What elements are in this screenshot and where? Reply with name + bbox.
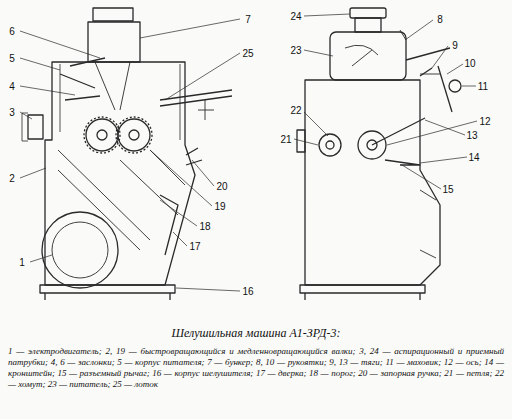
flywheel [449,80,461,92]
aspiration-pipe [28,115,43,139]
callout-number: 15 [441,184,454,195]
figure-title: Шелушильная машина А1-ЗРД-3: [0,326,512,341]
slow-roll [118,119,150,151]
callout-number: 8 [436,14,444,25]
door [160,195,178,255]
base [40,285,175,293]
callout-number: 5 [8,53,16,64]
callout-number: 14 [467,152,480,163]
callout-number: 4 [8,81,16,92]
callout-number: 9 [451,40,459,51]
fast-roll [86,119,118,151]
callout-number: 11 [477,81,489,92]
tray [160,90,232,106]
callout-number: 22 [289,105,302,116]
callout-number: 21 [279,134,292,145]
callout-number: 17 [188,241,201,252]
callout-number: 12 [478,116,491,127]
hopper [88,22,140,62]
callout-number: 25 [241,48,254,59]
levers [372,118,425,165]
callout-number: 6 [8,26,16,37]
callout-number: 19 [213,201,226,212]
callout-number: 18 [198,221,211,232]
callout-number: 1 [18,257,26,268]
electric-motor [42,212,118,288]
callout-number: 13 [465,130,478,141]
callout-number: 7 [244,14,252,25]
base [300,285,425,293]
callout-number: 20 [215,181,228,192]
inlet-pipe [350,8,386,18]
huller-body [305,80,440,285]
figure-caption: 1 — электродвигатель; 2, 19 — быстровращ… [8,346,504,390]
callout-number: 24 [289,11,302,22]
callout-number: 3 [8,107,16,118]
feeder [330,32,406,80]
callout-number: 16 [241,286,254,297]
chutes [58,150,185,250]
hopper-flange [93,8,133,21]
leader-lines [20,14,477,291]
clamp [319,134,341,156]
callout-number: 10 [463,58,476,69]
callout-number: 2 [8,173,16,184]
callout-number: 23 [289,45,302,56]
